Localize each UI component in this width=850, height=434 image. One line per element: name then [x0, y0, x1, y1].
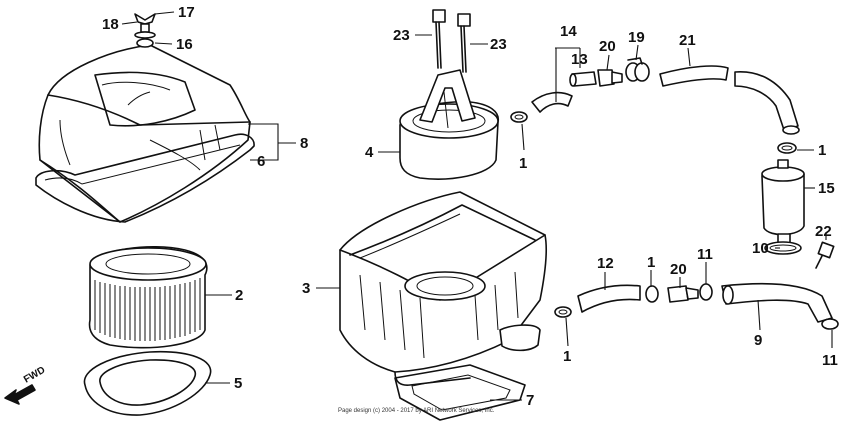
band-bolt [815, 241, 835, 269]
callout-5: 5 [234, 375, 242, 392]
callout-16: 16 [176, 36, 193, 53]
callout-14: 14 [560, 23, 577, 40]
callout-15: 15 [818, 180, 835, 197]
callout-11-lower-right: 11 [822, 352, 838, 369]
air-filter-element [88, 246, 208, 349]
copyright-notice: Page design (c) 2004 - 2017 by ARI Netwo… [338, 408, 495, 414]
callout-20-upper: 20 [599, 38, 616, 55]
callout-19: 19 [628, 29, 645, 46]
forward-arrow-icon [4, 384, 36, 405]
joint-20-upper [597, 69, 623, 87]
callout-3: 3 [302, 280, 310, 297]
clip-lower-11b [821, 318, 839, 330]
callout-1-upper-left: 1 [519, 155, 527, 172]
forward-label: FWD [22, 365, 47, 386]
callout-4: 4 [365, 144, 374, 161]
callout-13: 13 [571, 51, 588, 68]
air-cleaner-cover [38, 44, 251, 223]
tube-9 [721, 282, 833, 323]
joint-20-lower [667, 285, 699, 303]
wing-nut-assembly [134, 13, 156, 48]
callout-10: 10 [752, 240, 769, 257]
callout-8: 8 [300, 135, 308, 152]
tube-14 [531, 91, 573, 113]
callout-23-right: 23 [490, 36, 507, 53]
air-cleaner-case [339, 191, 547, 386]
callout-9: 9 [754, 332, 762, 349]
element-gasket [83, 350, 212, 416]
clamp-19 [625, 57, 650, 82]
clip-lower-11a [699, 283, 713, 301]
callout-23-left: 23 [393, 27, 410, 44]
callout-21: 21 [679, 32, 696, 49]
holder-bracket [399, 69, 499, 180]
callout-12: 12 [597, 255, 614, 272]
filter-band [764, 241, 802, 255]
clip-lower-mid [645, 285, 659, 303]
callout-22: 22 [815, 223, 832, 240]
tube-21 [659, 65, 800, 135]
callout-17: 17 [178, 4, 195, 21]
callout-18: 18 [102, 16, 119, 33]
leader-lines [121, 11, 833, 401]
callout-6: 6 [257, 153, 265, 170]
callout-11-lower-left: 11 [697, 246, 713, 263]
callout-2: 2 [235, 287, 243, 304]
callout-1-lower-left: 1 [563, 348, 571, 365]
clip-upper-left [510, 111, 528, 123]
callout-20-lower: 20 [670, 261, 687, 278]
callout-1-lower-mid: 1 [647, 254, 655, 271]
callout-1-upper-right: 1 [818, 142, 826, 159]
joint-13 [569, 71, 597, 87]
cover-gasket [35, 133, 255, 223]
clip-upper-right [777, 142, 797, 154]
tube-12 [577, 284, 641, 313]
clip-lower-left [554, 306, 572, 318]
callout-7: 7 [526, 392, 534, 409]
fuel-filter [761, 159, 805, 245]
bolts [432, 9, 471, 73]
